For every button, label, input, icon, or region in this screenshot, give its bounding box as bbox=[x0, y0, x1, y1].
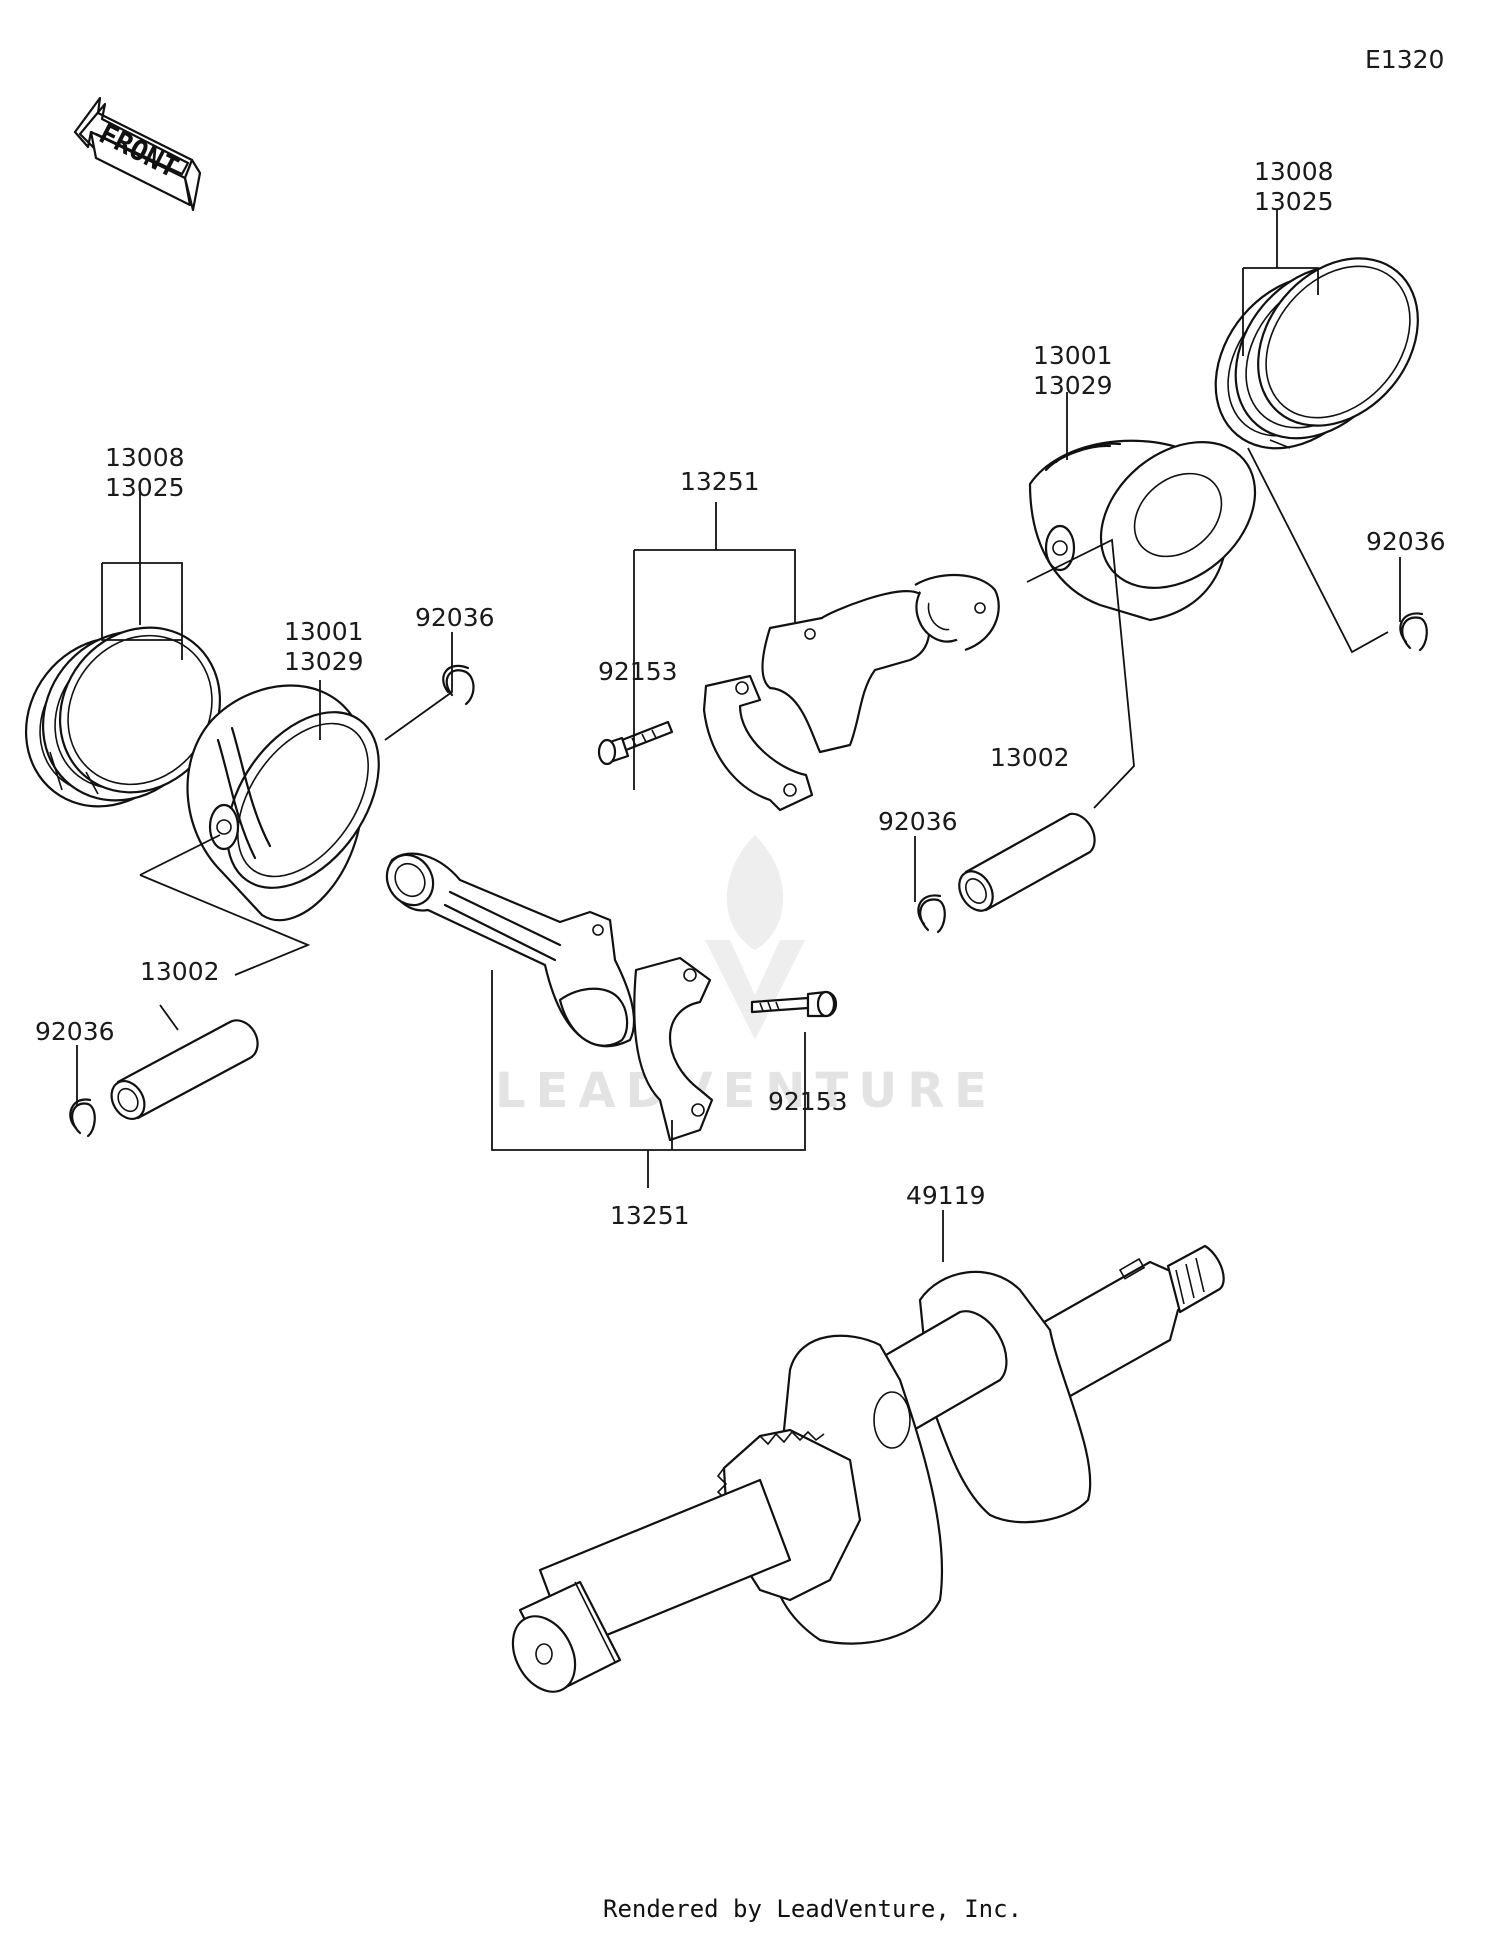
label-piston-left-2: 13029 bbox=[284, 647, 364, 676]
label-circlip-right: 92036 bbox=[878, 807, 958, 836]
label-piston-right-2: 13029 bbox=[1033, 371, 1113, 400]
watermark-v-icon bbox=[705, 940, 805, 1040]
diagram-code: E1320 bbox=[1365, 45, 1444, 74]
label-rod-top-bolt: 92153 bbox=[598, 657, 678, 686]
connecting-rod-top bbox=[702, 573, 1000, 812]
label-circlip-left: 92036 bbox=[35, 1017, 115, 1046]
label-pin-left: 13002 bbox=[140, 957, 220, 986]
label-rod-bottom-bolt: 92153 bbox=[768, 1087, 848, 1116]
watermark-flame-icon bbox=[726, 835, 784, 950]
label-rings-left-2: 13025 bbox=[105, 473, 185, 502]
label-crankshaft: 49119 bbox=[906, 1181, 986, 1210]
circlip-left bbox=[69, 1098, 96, 1138]
piston-right bbox=[1028, 439, 1257, 622]
label-circlip-left-top: 92036 bbox=[415, 603, 495, 632]
rod-bolt-bottom bbox=[750, 990, 838, 1018]
footer-credit: Rendered by LeadVenture, Inc. bbox=[603, 1895, 1022, 1923]
label-rings-right-1: 13008 bbox=[1254, 157, 1334, 186]
connecting-rod-bottom bbox=[385, 852, 714, 1142]
piston-rings-right bbox=[1214, 257, 1419, 450]
piston-left bbox=[186, 684, 380, 922]
label-rings-right-2: 13025 bbox=[1254, 187, 1334, 216]
piston-pin-right bbox=[958, 812, 1096, 912]
circlip-right bbox=[917, 894, 946, 934]
label-pin-right: 13002 bbox=[990, 743, 1070, 772]
label-circlip-right-top: 92036 bbox=[1366, 527, 1446, 556]
label-rod-bottom: 13251 bbox=[610, 1201, 690, 1230]
crankshaft bbox=[511, 1244, 1225, 1693]
watermark-text: LEADVENTURE bbox=[495, 1063, 997, 1119]
label-piston-right-1: 13001 bbox=[1033, 341, 1113, 370]
leader-lines bbox=[76, 210, 1401, 1262]
label-piston-left-1: 13001 bbox=[284, 617, 364, 646]
piston-rings-left bbox=[24, 626, 222, 808]
rod-bolt-top bbox=[597, 720, 674, 766]
circlip-left-top bbox=[442, 664, 475, 706]
label-rod-top: 13251 bbox=[680, 467, 760, 496]
front-arrow-icon: FRONT bbox=[73, 96, 202, 212]
callout-labels: 13008 13025 13001 13029 92036 13002 9203… bbox=[35, 157, 1446, 1230]
label-rings-left-1: 13008 bbox=[105, 443, 185, 472]
watermark: LEADVENTURE bbox=[495, 835, 997, 1119]
piston-pin-left bbox=[110, 1019, 259, 1120]
circlip-right-top bbox=[1399, 612, 1428, 652]
